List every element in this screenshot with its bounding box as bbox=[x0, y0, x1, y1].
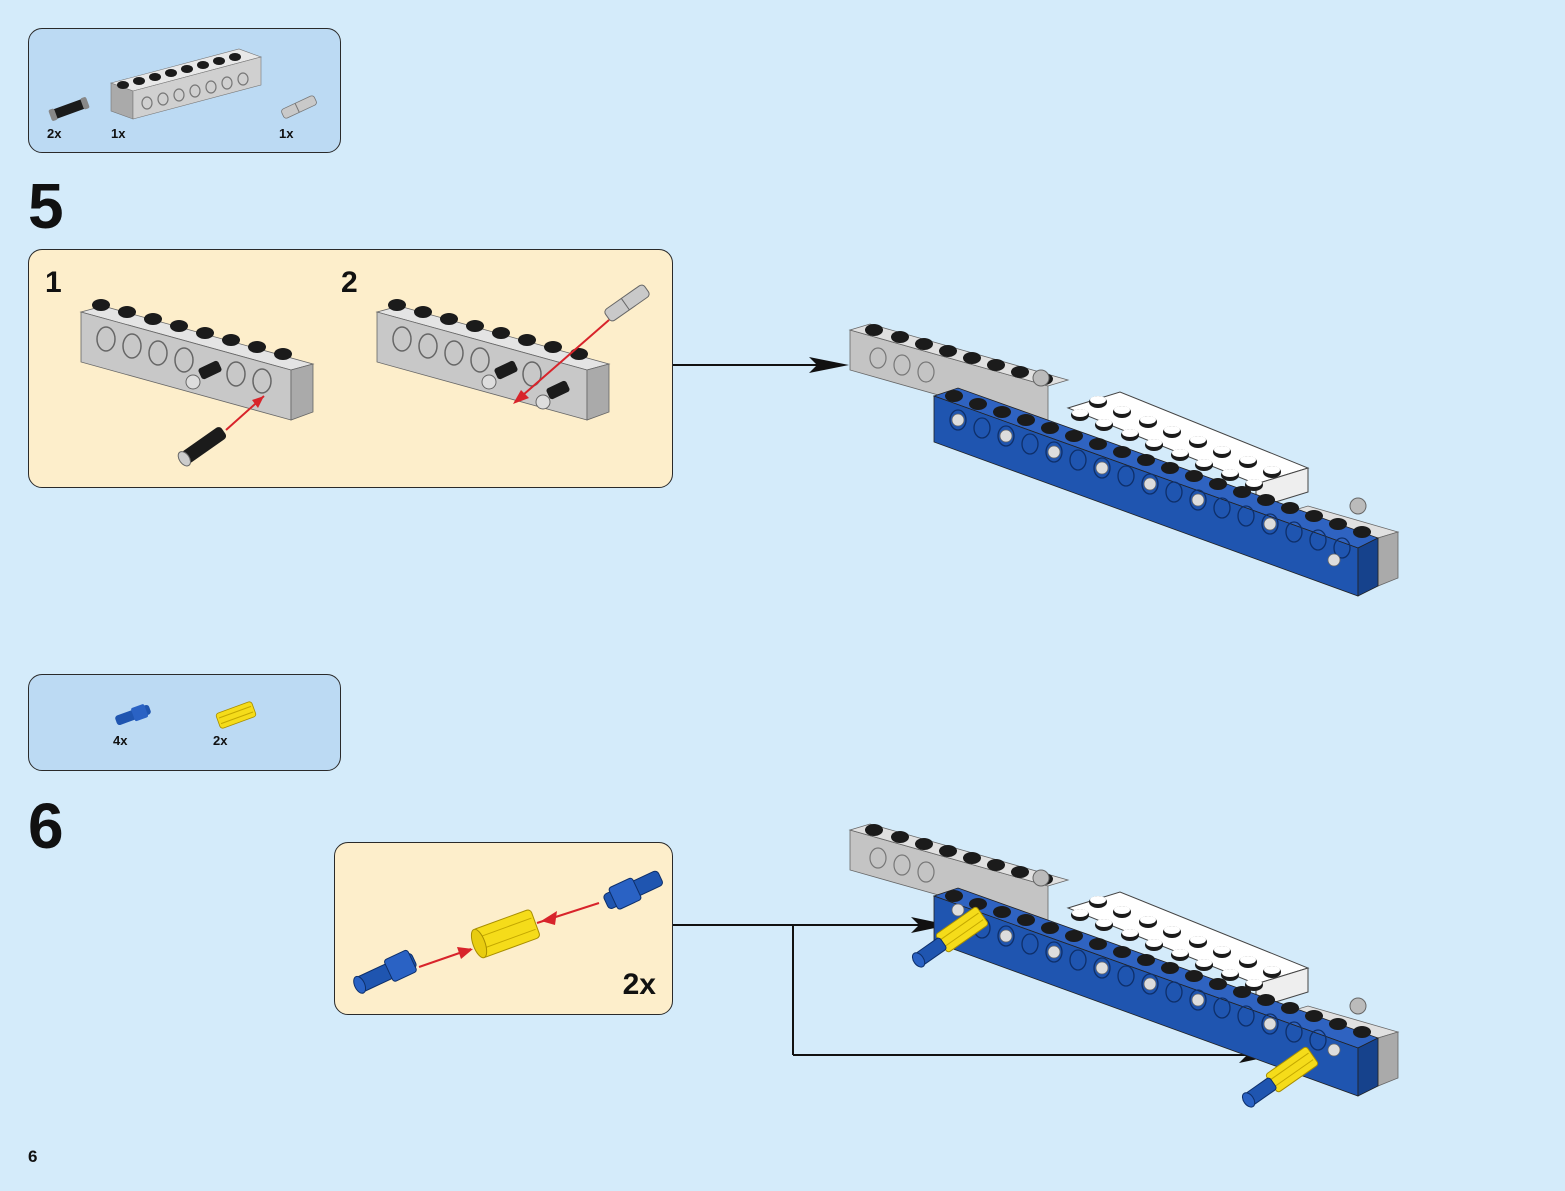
sub1-black-pin-illustration bbox=[177, 427, 227, 467]
qty-grey-brick: 1x bbox=[111, 126, 126, 141]
step5-sub-assembly: 1 2 bbox=[28, 249, 673, 488]
step-number-5: 5 bbox=[28, 170, 64, 242]
qty-black-pin: 2x bbox=[47, 126, 62, 141]
blue-axle-pin-icon bbox=[115, 704, 151, 726]
sub2-grey-brick-illustration bbox=[375, 299, 611, 421]
step6-sub-assembly: 2x bbox=[334, 842, 673, 1015]
step-number-6: 6 bbox=[28, 790, 64, 862]
sub-step-number-2: 2 bbox=[341, 266, 358, 299]
qty-grey-axle-pin: 1x bbox=[279, 126, 294, 141]
right-bush-assembly bbox=[1241, 1046, 1319, 1108]
grey-technic-brick-icon bbox=[109, 48, 263, 120]
qty-yellow-bush: 2x bbox=[213, 733, 228, 748]
left-bush-assembly bbox=[911, 906, 989, 968]
black-pin-icon bbox=[48, 97, 90, 121]
sub2-grey-axle-pin-illustration bbox=[604, 284, 650, 322]
step5-main-model-illustration bbox=[848, 323, 1400, 597]
page-number: 6 bbox=[28, 1147, 38, 1166]
step6-parts-list: 4x 2x bbox=[28, 674, 341, 771]
qty-blue-axle-pin: 4x bbox=[113, 733, 128, 748]
grey-axle-pin-icon bbox=[281, 95, 317, 119]
step5-callout-arrow bbox=[673, 357, 849, 373]
sub1-red-insert-arrow bbox=[225, 395, 265, 431]
sub-assembly-multiplier: 2x bbox=[622, 968, 656, 1001]
sub1-grey-brick-illustration bbox=[79, 299, 315, 421]
step6-main-model-illustration bbox=[848, 823, 1400, 1108]
sub-step-number-1: 1 bbox=[45, 266, 62, 299]
yellow-bush-icon bbox=[215, 701, 257, 729]
sub-assembly-axle-pin-bush-illustration bbox=[353, 870, 663, 994]
step5-parts-list: 2x 1x 1x bbox=[28, 28, 341, 153]
sub2-red-insert-arrow bbox=[513, 319, 610, 404]
